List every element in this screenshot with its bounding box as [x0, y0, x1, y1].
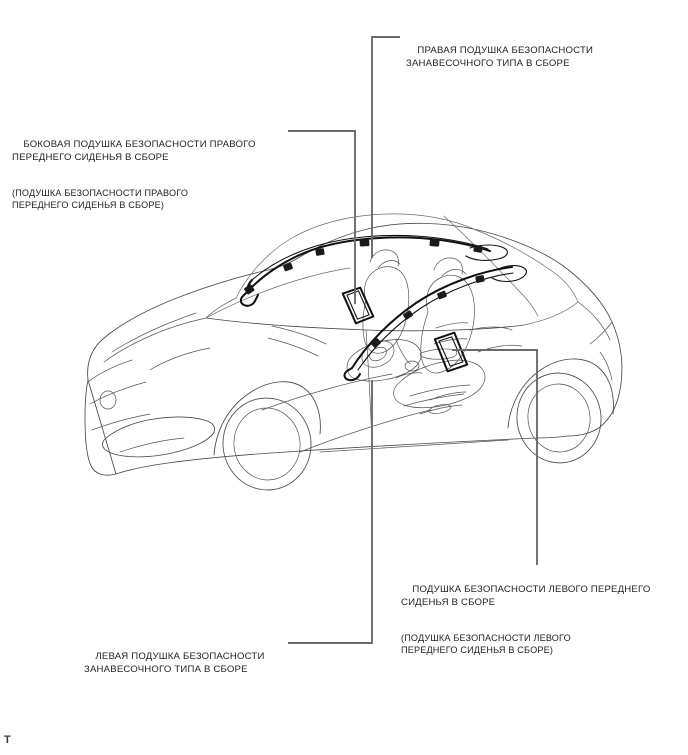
callout-side-airbag-left-text: ПОДУШКА БЕЗОПАСНОСТИ ЛЕВОГО ПЕРЕДНЕГО СИ…: [401, 584, 651, 609]
callout-side-airbag-right-alt: (ПОДУШКА БЕЗОПАСНОСТИ ПРАВОГО ПЕРЕДНЕГО …: [12, 187, 189, 211]
leader-curtain-right: [371, 36, 400, 258]
callout-side-airbag-left-alt: (ПОДУШКА БЕЗОПАСНОСТИ ЛЕВОГО ПЕРЕДНЕГО С…: [401, 632, 571, 656]
curtain-airbag-left: [343, 265, 527, 382]
page-marker: T: [4, 734, 11, 746]
callout-side-airbag-left: ПОДУШКА БЕЗОПАСНОСТИ ЛЕВОГО ПЕРЕДНЕГО СИ…: [401, 570, 650, 683]
side-airbag-module-left: [433, 331, 469, 373]
callout-side-airbag-right-text: БОКОВАЯ ПОДУШКА БЕЗОПАСНОСТИ ПРАВОГО ПЕР…: [12, 139, 256, 164]
side-airbag-module-right: [341, 286, 375, 325]
leader-lines: [288, 36, 538, 644]
callout-curtain-airbag-left-text: ЛЕВАЯ ПОДУШКА БЕЗОПАСНОСТИ ЗАНАВЕСОЧНОГО…: [84, 651, 265, 676]
callout-curtain-airbag-right: ПРАВАЯ ПОДУШКА БЕЗОПАСНОСТИ ЗАНАВЕСОЧНОГ…: [406, 31, 593, 84]
leader-side-right: [288, 130, 356, 304]
callout-curtain-airbag-right-text: ПРАВАЯ ПОДУШКА БЕЗОПАСНОСТИ ЗАНАВЕСОЧНОГ…: [406, 45, 594, 70]
vehicle-body: [84, 213, 623, 491]
leader-side-left: [452, 349, 538, 565]
leader-curtain-left: [288, 380, 373, 644]
callout-curtain-airbag-left: ЛЕВАЯ ПОДУШКА БЕЗОПАСНОСТИ ЗАНАВЕСОЧНОГО…: [84, 637, 265, 690]
curtain-airbag-right: [239, 234, 508, 307]
callout-side-airbag-right: БОКОВАЯ ПОДУШКА БЕЗОПАСНОСТИ ПРАВОГО ПЕР…: [12, 125, 256, 238]
